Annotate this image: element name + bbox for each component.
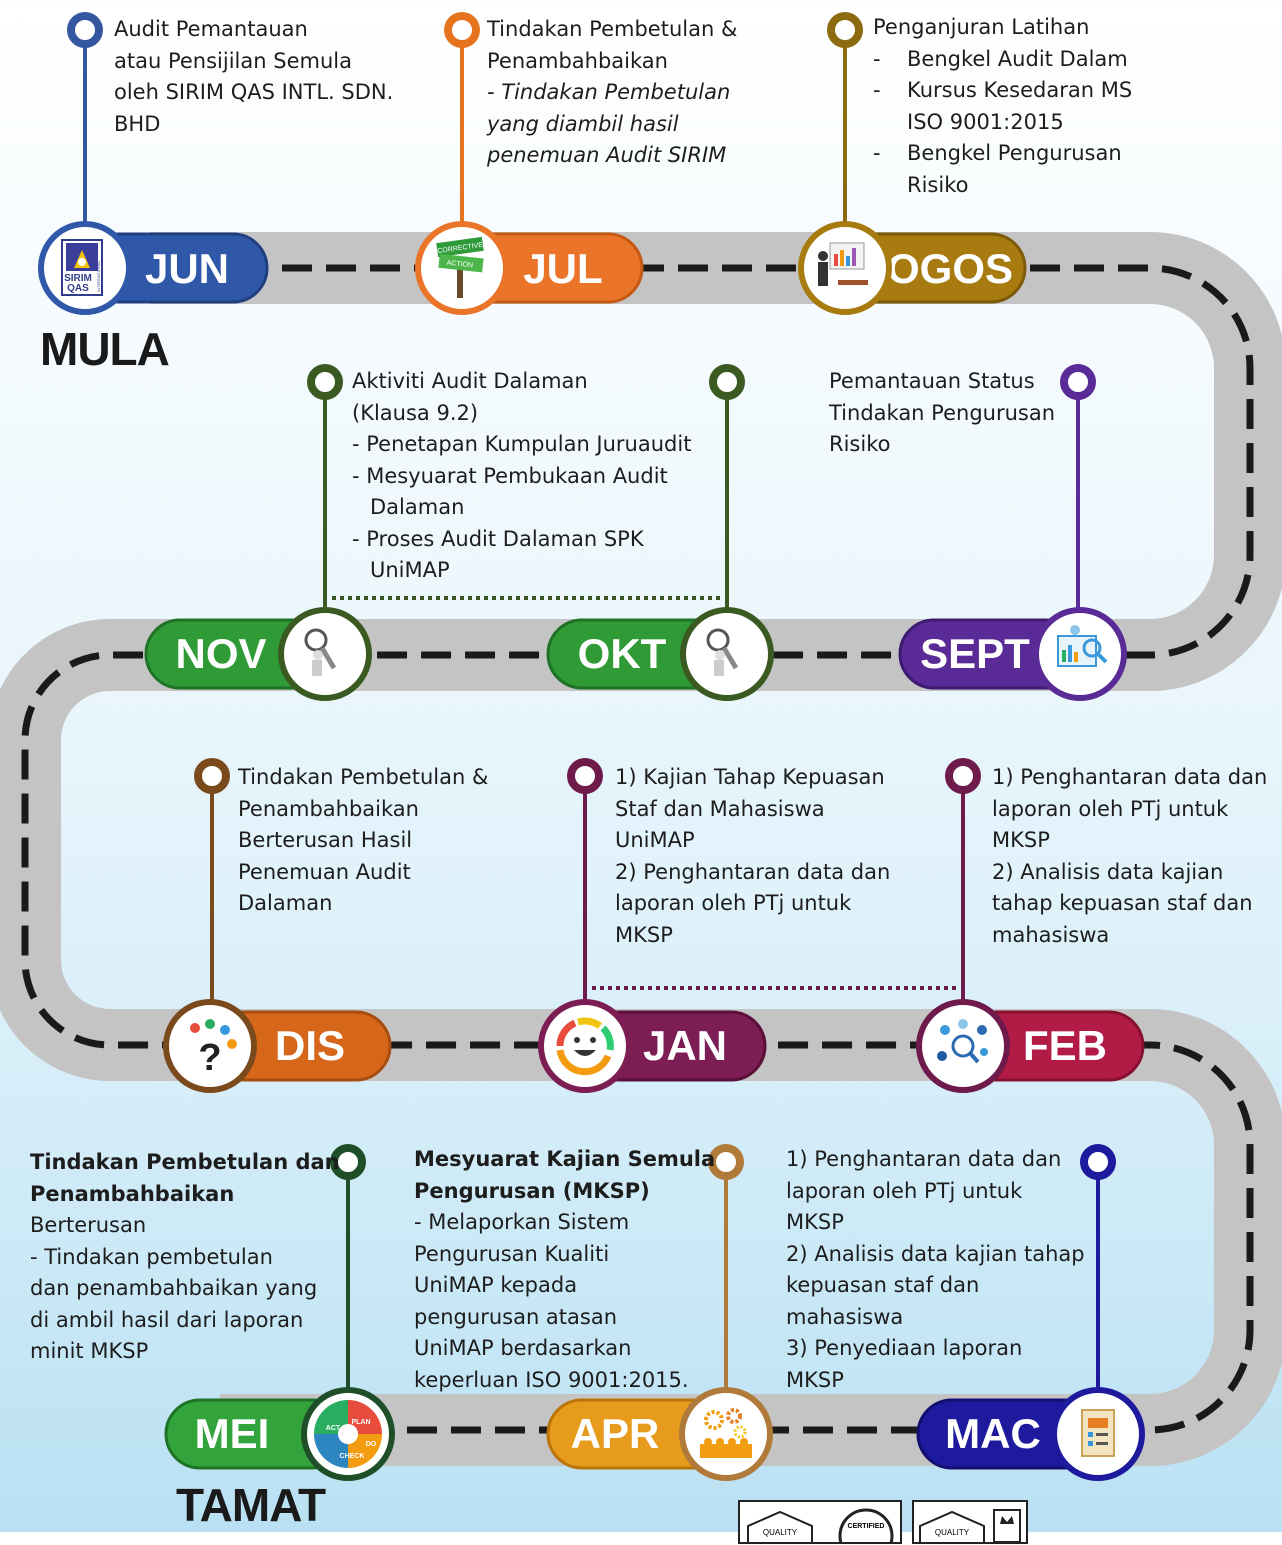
note-apr: Mesyuarat Kajian Semula Pengurusan (MKSP… [414,1147,716,1392]
svg-text:QAS: QAS [67,283,89,294]
training-presentation-icon [818,242,868,286]
pill-apr: APR [546,1387,773,1481]
month-nov: NOV [175,630,266,677]
pdca-cycle-icon: PLAN DO ACT CHECK [314,1400,382,1468]
question-mark-icon: ? [190,1019,237,1079]
svg-text:PLAN: PLAN [351,1419,370,1426]
road [0,232,1282,1466]
note-mei: Tindakan Pembetulan dan Penambahbaikan B… [30,1150,340,1363]
pill-feb: FEB [916,999,1145,1093]
data-network-icon [937,1019,988,1064]
connector-lines [83,40,1100,1390]
pill-sept: SEPT [898,607,1127,701]
pill-okt: OKT [546,607,774,701]
note-jan: 1) Kajian Tahap Kepuasan Staf dan Mahasi… [615,765,891,947]
satisfaction-smiley-icon [556,1017,614,1076]
month-apr: APR [571,1410,660,1457]
start-label: MULA [40,323,170,375]
month-pills: JUN SIRIM QAS INTERNATIONAL JUL CORRECTI… [38,221,1145,1481]
note-ogos: Penganjuran Latihan -Bengkel Audit Dalam… [873,15,1133,197]
month-ogos: OGOS [887,245,1013,292]
corrective-action-sign-icon: CORRECTIVE ACTION [436,236,484,298]
pill-nov: NOV [144,607,372,701]
note-jul: Tindakan Pembetulan & Penambahbaikan - T… [487,17,738,167]
svg-text:CERTIFIED: CERTIFIED [848,1523,885,1530]
month-jul: JUL [523,245,602,292]
note-okt-nov: Aktiviti Audit Dalaman (Klausa 9.2) - Pe… [352,369,692,582]
svg-text:QUALITY: QUALITY [763,1528,798,1537]
end-label: TAMAT [176,1479,326,1531]
pill-jun: JUN SIRIM QAS INTERNATIONAL [38,221,269,315]
magnifier-person-icon [304,628,337,676]
svg-text:SIRIM: SIRIM [64,273,92,284]
svg-text:QUALITY: QUALITY [935,1528,970,1537]
svg-text:CHECK: CHECK [340,1453,365,1460]
note-feb: 1) Penghantaran data dan laporan oleh PT… [992,765,1268,947]
month-jun: JUN [145,245,229,292]
month-okt: OKT [578,630,667,677]
sirim-logo-icon: SIRIM QAS INTERNATIONAL [61,239,103,296]
sirim-side-text: INTERNATIONAL [96,260,101,292]
month-jan: JAN [643,1022,727,1069]
svg-text:?: ? [198,1037,221,1079]
svg-text:ACTION: ACTION [446,260,473,270]
pill-mac: MAC [916,1387,1145,1481]
month-mei: MEI [195,1410,270,1457]
month-mac: MAC [945,1410,1041,1457]
meeting-gears-icon [700,1408,752,1458]
certified-seal-icon: QUALITY CERTIFIED [747,1508,894,1545]
ring-markers [67,12,1116,1180]
crown-mark-icon: QUALITY [919,1509,1021,1543]
note-jun: Audit Pemantauan atau Pensijilan Semula … [114,17,394,136]
report-checklist-icon [1081,1409,1115,1457]
svg-text:DO: DO [366,1441,377,1448]
pill-jan: JAN [538,999,767,1093]
pill-mei: MEI PLAN DO ACT CHECK [164,1387,395,1481]
pill-ogos: OGOS [798,221,1027,315]
pill-dis: DIS ? [163,999,392,1093]
note-dis: Tindakan Pembetulan & Penambahbaikan Ber… [238,765,489,915]
pill-jul: JUL CORRECTIVE ACTION [415,221,644,315]
month-dis: DIS [275,1022,345,1069]
note-sept: Pemantauan Status Tindakan Pengurusan Ri… [829,369,1056,456]
svg-text:ACT: ACT [326,1425,341,1432]
month-sept: SEPT [920,630,1030,677]
month-feb: FEB [1023,1022,1107,1069]
quality-ukas-badge: QUALITY [912,1500,1028,1544]
quality-certified-badge: QUALITY CERTIFIED [738,1500,902,1545]
note-mac: 1) Penghantaran data dan laporan oleh PT… [786,1147,1085,1392]
monitoring-dashboard-icon [1057,625,1108,667]
magnifier-person-icon [706,628,739,676]
